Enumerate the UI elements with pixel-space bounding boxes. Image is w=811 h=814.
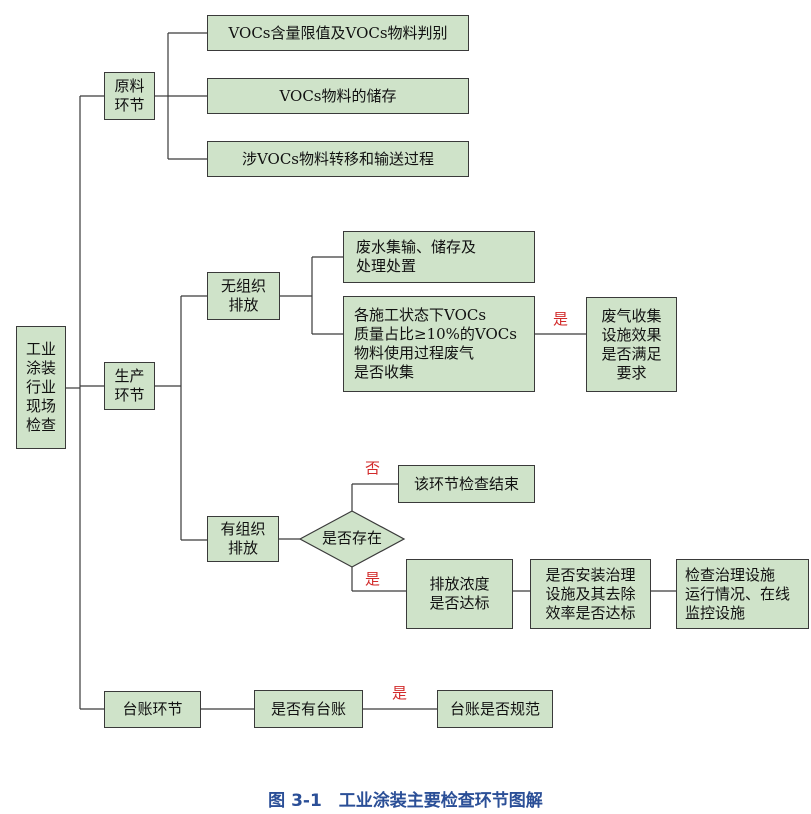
node-treatment-facility: 是否安装治理 设施及其去除 效率是否达标 [530,559,651,629]
label-no: 否 [365,459,381,477]
node-raw-voc-limit: VOCs含量限值及VOCs物料判别 [207,15,469,51]
figure-caption: 图 3-1 工业涂装主要检查环节图解 [268,791,543,811]
node-organized-emission: 有组织 排放 [207,516,279,562]
node-ledger-exists: 是否有台账 [254,690,363,728]
node-root: 工业 涂装 行业 现场 检查 [16,326,66,449]
label-yes-decision: 是 [365,570,381,588]
node-production-stage: 生产 环节 [104,362,155,410]
node-facility-inspection: 检查治理设施 运行情况、在线 监控设施 [676,559,809,629]
label-yes-ledger: 是 [392,684,408,702]
node-raw-voc-storage: VOCs物料的储存 [207,78,469,114]
node-wastewater: 废水集输、储存及 处理处置 [343,231,535,283]
decision-text: 是否存在 [321,529,382,547]
node-check-end: 该环节检查结束 [398,465,535,503]
decision-diamond [298,510,406,568]
node-unorganized-emission: 无组织 排放 [207,272,280,320]
label-yes-collection: 是 [553,310,569,328]
node-ledger-standard: 台账是否规范 [437,690,553,728]
node-raw-voc-transfer: 涉VOCs物料转移和输送过程 [207,141,469,177]
node-exhaust-collection: 各施工状态下VOCs 质量占比≥10%的VOCs 物料使用过程废气 是否收集 [343,296,535,392]
node-emission-compliance: 排放浓度 是否达标 [406,559,513,629]
node-ledger-stage: 台账环节 [104,691,201,728]
node-collection-effect: 废气收集 设施效果 是否满足 要求 [586,297,677,392]
node-raw-stage: 原料 环节 [104,72,155,120]
